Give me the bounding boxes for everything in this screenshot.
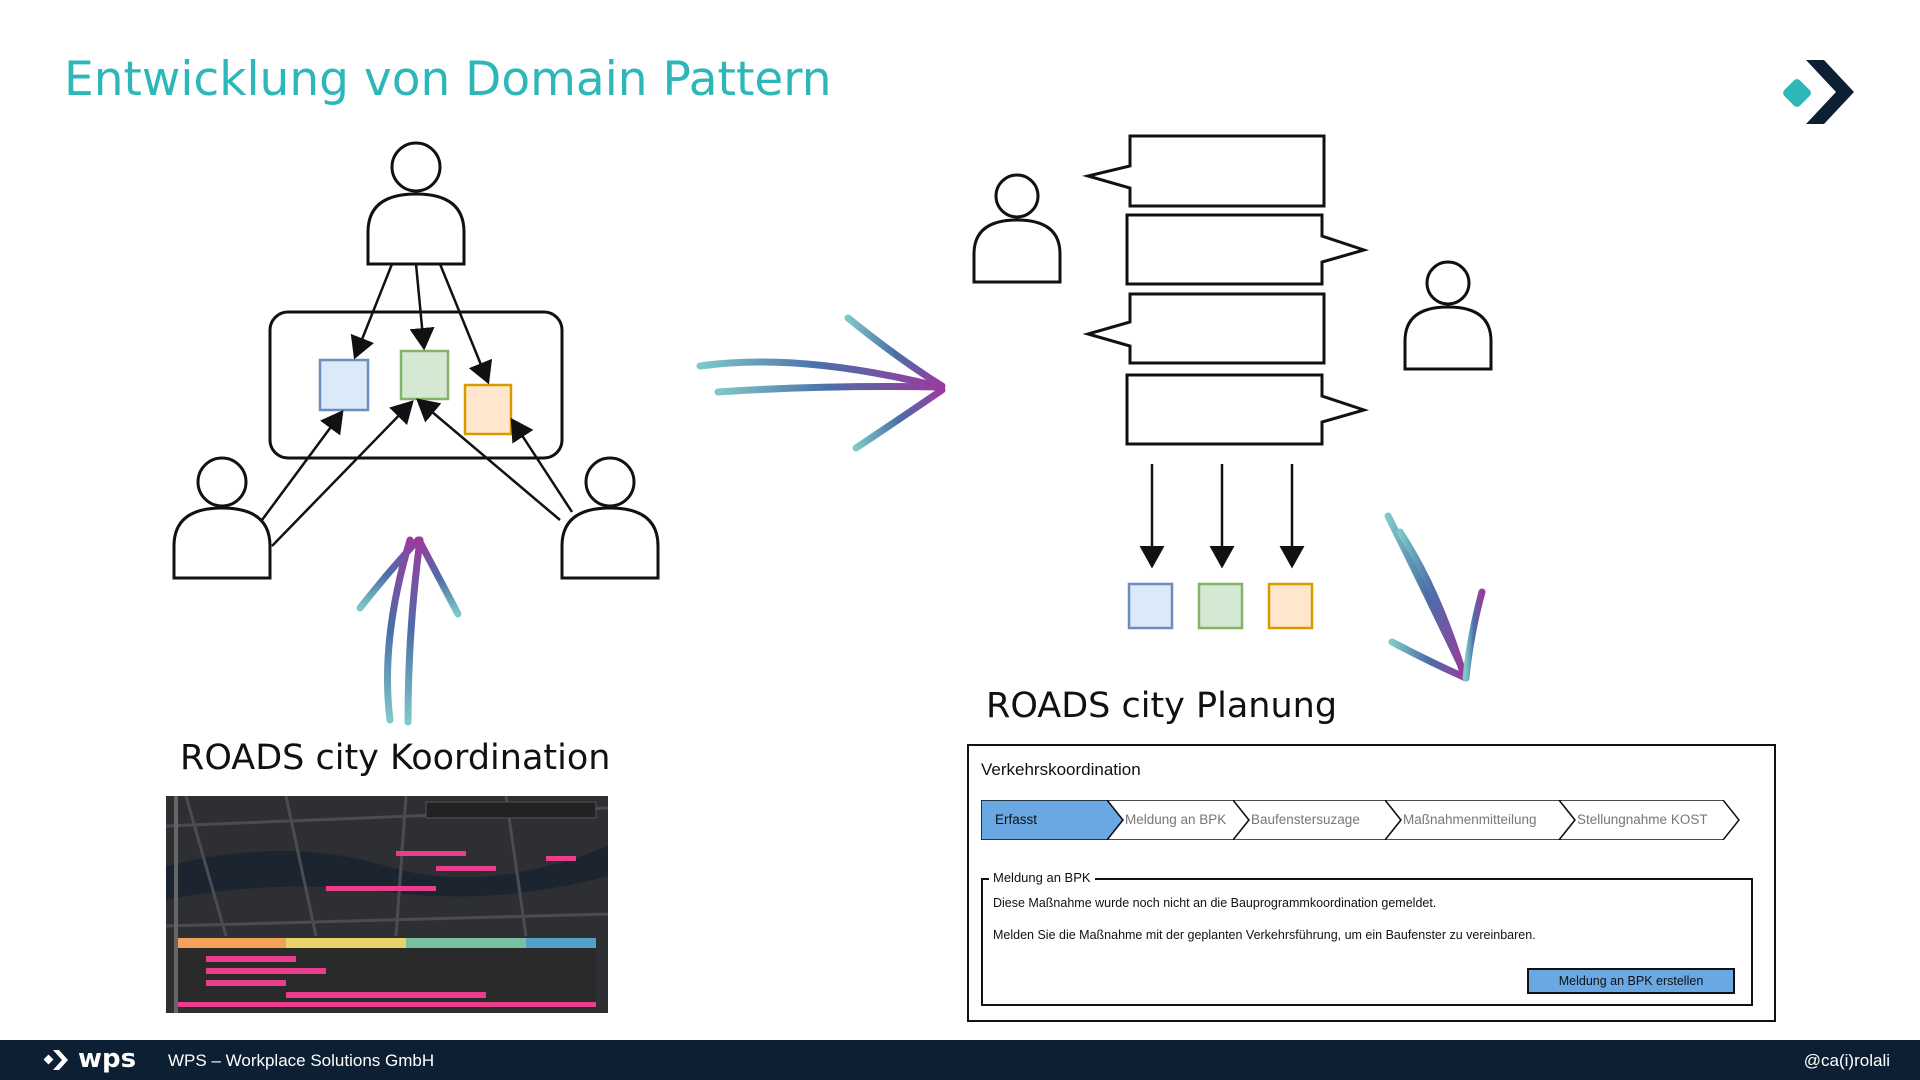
koordination-screenshot <box>166 796 608 1013</box>
speech-bubble <box>1125 373 1370 446</box>
model-box-orange <box>463 383 513 436</box>
create-report-button[interactable]: Meldung an BPK erstellen <box>1527 968 1735 994</box>
map-screenshot-image <box>166 796 608 1013</box>
speech-bubble <box>1125 213 1370 286</box>
person-icon <box>972 173 1062 284</box>
wps-chevron-icon <box>44 1050 68 1070</box>
footer-brand: wps <box>78 1044 137 1074</box>
speech-bubble <box>1082 292 1326 365</box>
instruction-text: Melden Sie die Maßnahme mit der geplante… <box>993 928 1536 942</box>
footer-company: WPS – Workplace Solutions GmbH <box>168 1051 435 1070</box>
wps-logo-icon <box>1783 60 1854 124</box>
step-erfasst[interactable]: Erfasst <box>995 812 1038 827</box>
slide-title: Entwicklung von Domain Pattern <box>64 52 832 107</box>
left-arrows <box>260 263 574 547</box>
model-box-green <box>1197 582 1244 630</box>
speech-bubble <box>1082 134 1326 208</box>
person-icon <box>560 456 660 580</box>
person-icon <box>1403 260 1493 371</box>
meldung-fieldset <box>981 878 1753 1006</box>
domain-pattern-diagram <box>172 134 1493 726</box>
person-icon <box>366 141 466 266</box>
right-arrows <box>1139 464 1305 569</box>
evolution-arrow-right-icon <box>696 314 946 452</box>
caption-roads-planung: ROADS city Planung <box>986 686 1338 726</box>
model-box-orange <box>1267 582 1314 630</box>
workflow-steps <box>981 800 1740 840</box>
right-conversation-diagram <box>972 134 1493 446</box>
evolution-arrow-down-icon <box>1384 512 1486 682</box>
step-stellungnahme-kost[interactable]: Stellungnahme KOST <box>1577 812 1708 827</box>
evolution-arrow-up-icon <box>356 536 462 726</box>
footer: wps WPS – Workplace Solutions GmbH @ca(i… <box>0 1040 1920 1080</box>
footer-handle: @ca(i)rolali <box>1803 1051 1890 1070</box>
verkehrskoordination-mockup: Verkehrskoordination Erfasst Meldung an … <box>967 744 1776 1022</box>
model-box-green <box>399 349 450 401</box>
step-baufenster[interactable]: Baufenstersuzage <box>1251 812 1360 827</box>
caption-roads-koordination: ROADS city Koordination <box>180 738 611 778</box>
person-icon <box>172 456 272 580</box>
step-meldung-an-bpk[interactable]: Meldung an BPK <box>1125 812 1227 827</box>
mockup-title: Verkehrskoordination <box>981 760 1141 779</box>
model-box-blue <box>1127 582 1174 630</box>
step-massnahmenmitteilung[interactable]: Maßnahmenmitteilung <box>1403 812 1537 827</box>
model-box-blue <box>318 358 370 412</box>
info-text: Diese Maßnahme wurde noch nicht an die B… <box>993 896 1437 910</box>
fieldset-legend: Meldung an BPK <box>989 870 1095 885</box>
